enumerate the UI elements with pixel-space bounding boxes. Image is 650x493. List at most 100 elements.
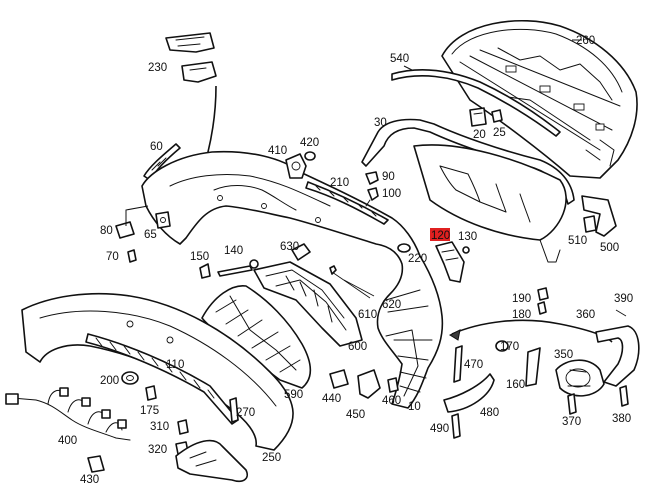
label-10: 10 <box>408 401 421 413</box>
label-470: 470 <box>464 359 483 371</box>
arrowhead-to-360 <box>448 329 461 341</box>
part-620-screw <box>343 279 375 297</box>
label-210: 210 <box>330 177 349 189</box>
arrow-to-360 <box>451 319 613 343</box>
part-350-exhaust-trim <box>555 359 605 397</box>
label-270: 270 <box>236 407 255 419</box>
label-320: 320 <box>148 444 167 456</box>
part-20-clip <box>469 107 487 127</box>
part-460-clip <box>387 377 399 393</box>
part-diffuser <box>413 144 567 263</box>
part-360-exhaust-trim <box>595 325 640 387</box>
part-100-screw <box>365 187 379 207</box>
part-190-clip <box>537 287 549 301</box>
part-30-diffuser-trim <box>361 118 575 205</box>
label-480: 480 <box>480 407 499 419</box>
label-490: 490 <box>430 423 449 435</box>
part-10-bumper-cover <box>141 150 444 409</box>
label-100: 100 <box>382 188 401 200</box>
part-150-clip <box>199 263 211 279</box>
part-210-strip <box>305 181 389 225</box>
label-390: 390 <box>614 293 633 305</box>
part-630-bracket <box>291 243 311 261</box>
label-25: 25 <box>493 127 506 139</box>
label-600: 600 <box>348 341 367 353</box>
label-630: 630 <box>280 241 299 253</box>
part-470-strip <box>453 345 463 383</box>
label-510: 510 <box>568 235 587 247</box>
part-420-washer <box>304 151 316 161</box>
part-200-grommet <box>121 371 139 385</box>
part-610-rod <box>329 265 371 299</box>
label-120: 120 <box>431 230 450 242</box>
part-220-nut <box>397 243 411 253</box>
part-130-clip <box>462 246 470 254</box>
part-70-clip <box>127 249 137 263</box>
label-610: 610 <box>358 309 377 321</box>
label-350: 350 <box>554 349 573 361</box>
part-25-clip <box>491 109 503 123</box>
part-450-bracket <box>357 369 381 399</box>
label-370: 370 <box>562 416 581 428</box>
leader-540 <box>403 65 413 71</box>
label-70: 70 <box>106 251 119 263</box>
part-175-clip <box>145 385 157 401</box>
part-160-bracket <box>525 347 541 387</box>
part-270-rivet <box>229 397 239 423</box>
label-460: 460 <box>382 395 401 407</box>
part-80-sensor-ring <box>115 221 135 239</box>
label-180: 180 <box>512 309 531 321</box>
part-370-screw <box>567 393 577 415</box>
part-60-detail <box>151 157 167 171</box>
label-410: 410 <box>268 145 287 157</box>
callout-labels: 230 260 540 30 20 25 60 410 420 90 210 1… <box>58 35 633 486</box>
label-440: 440 <box>322 393 341 405</box>
label-230: 230 <box>148 62 167 74</box>
part-65-sensor <box>155 211 171 229</box>
label-500: 500 <box>600 242 619 254</box>
part-110-lower-bumper <box>21 292 294 451</box>
part-180-clip <box>537 301 547 315</box>
label-175: 175 <box>140 405 159 417</box>
part-230-brackets <box>165 32 217 83</box>
label-420: 420 <box>300 137 319 149</box>
label-310: 310 <box>150 421 169 433</box>
label-220: 220 <box>408 253 427 265</box>
part-390-clip <box>615 309 627 317</box>
part-140-rod <box>217 259 259 277</box>
label-450: 450 <box>346 409 365 421</box>
part-210-detail <box>315 185 377 217</box>
part-170-clip <box>495 340 509 352</box>
part-90-nut <box>365 171 379 185</box>
part-480-guard <box>443 373 495 413</box>
label-160: 160 <box>506 379 525 391</box>
part-540-trim-strip <box>391 69 561 137</box>
label-620: 620 <box>382 299 401 311</box>
part-310-screw <box>177 419 189 435</box>
label-360: 360 <box>576 309 595 321</box>
label-30: 30 <box>374 117 387 129</box>
label-110: 110 <box>166 359 184 371</box>
label-170: 170 <box>500 341 519 353</box>
label-190: 190 <box>512 293 531 305</box>
label-200: 200 <box>100 375 119 387</box>
label-590: 590 <box>284 389 303 401</box>
label-120-highlighted: 120 <box>430 228 450 242</box>
label-400: 400 <box>58 435 77 447</box>
part-400-wiring-harness <box>5 387 131 441</box>
label-380: 380 <box>612 413 631 425</box>
part-490-screw <box>451 413 461 439</box>
part-380-screw <box>619 385 629 407</box>
part-410-sensor-holder <box>285 153 307 179</box>
label-60: 60 <box>150 141 163 153</box>
label-430: 430 <box>80 474 99 486</box>
label-90: 90 <box>382 171 395 183</box>
part-600-absorber <box>253 261 363 347</box>
part-430-connector <box>87 455 105 473</box>
label-80: 80 <box>100 225 113 237</box>
label-20: 20 <box>473 129 486 141</box>
part-250-end-cap <box>175 439 248 483</box>
label-260: 260 <box>576 35 595 47</box>
part-440-sensor <box>329 369 349 389</box>
